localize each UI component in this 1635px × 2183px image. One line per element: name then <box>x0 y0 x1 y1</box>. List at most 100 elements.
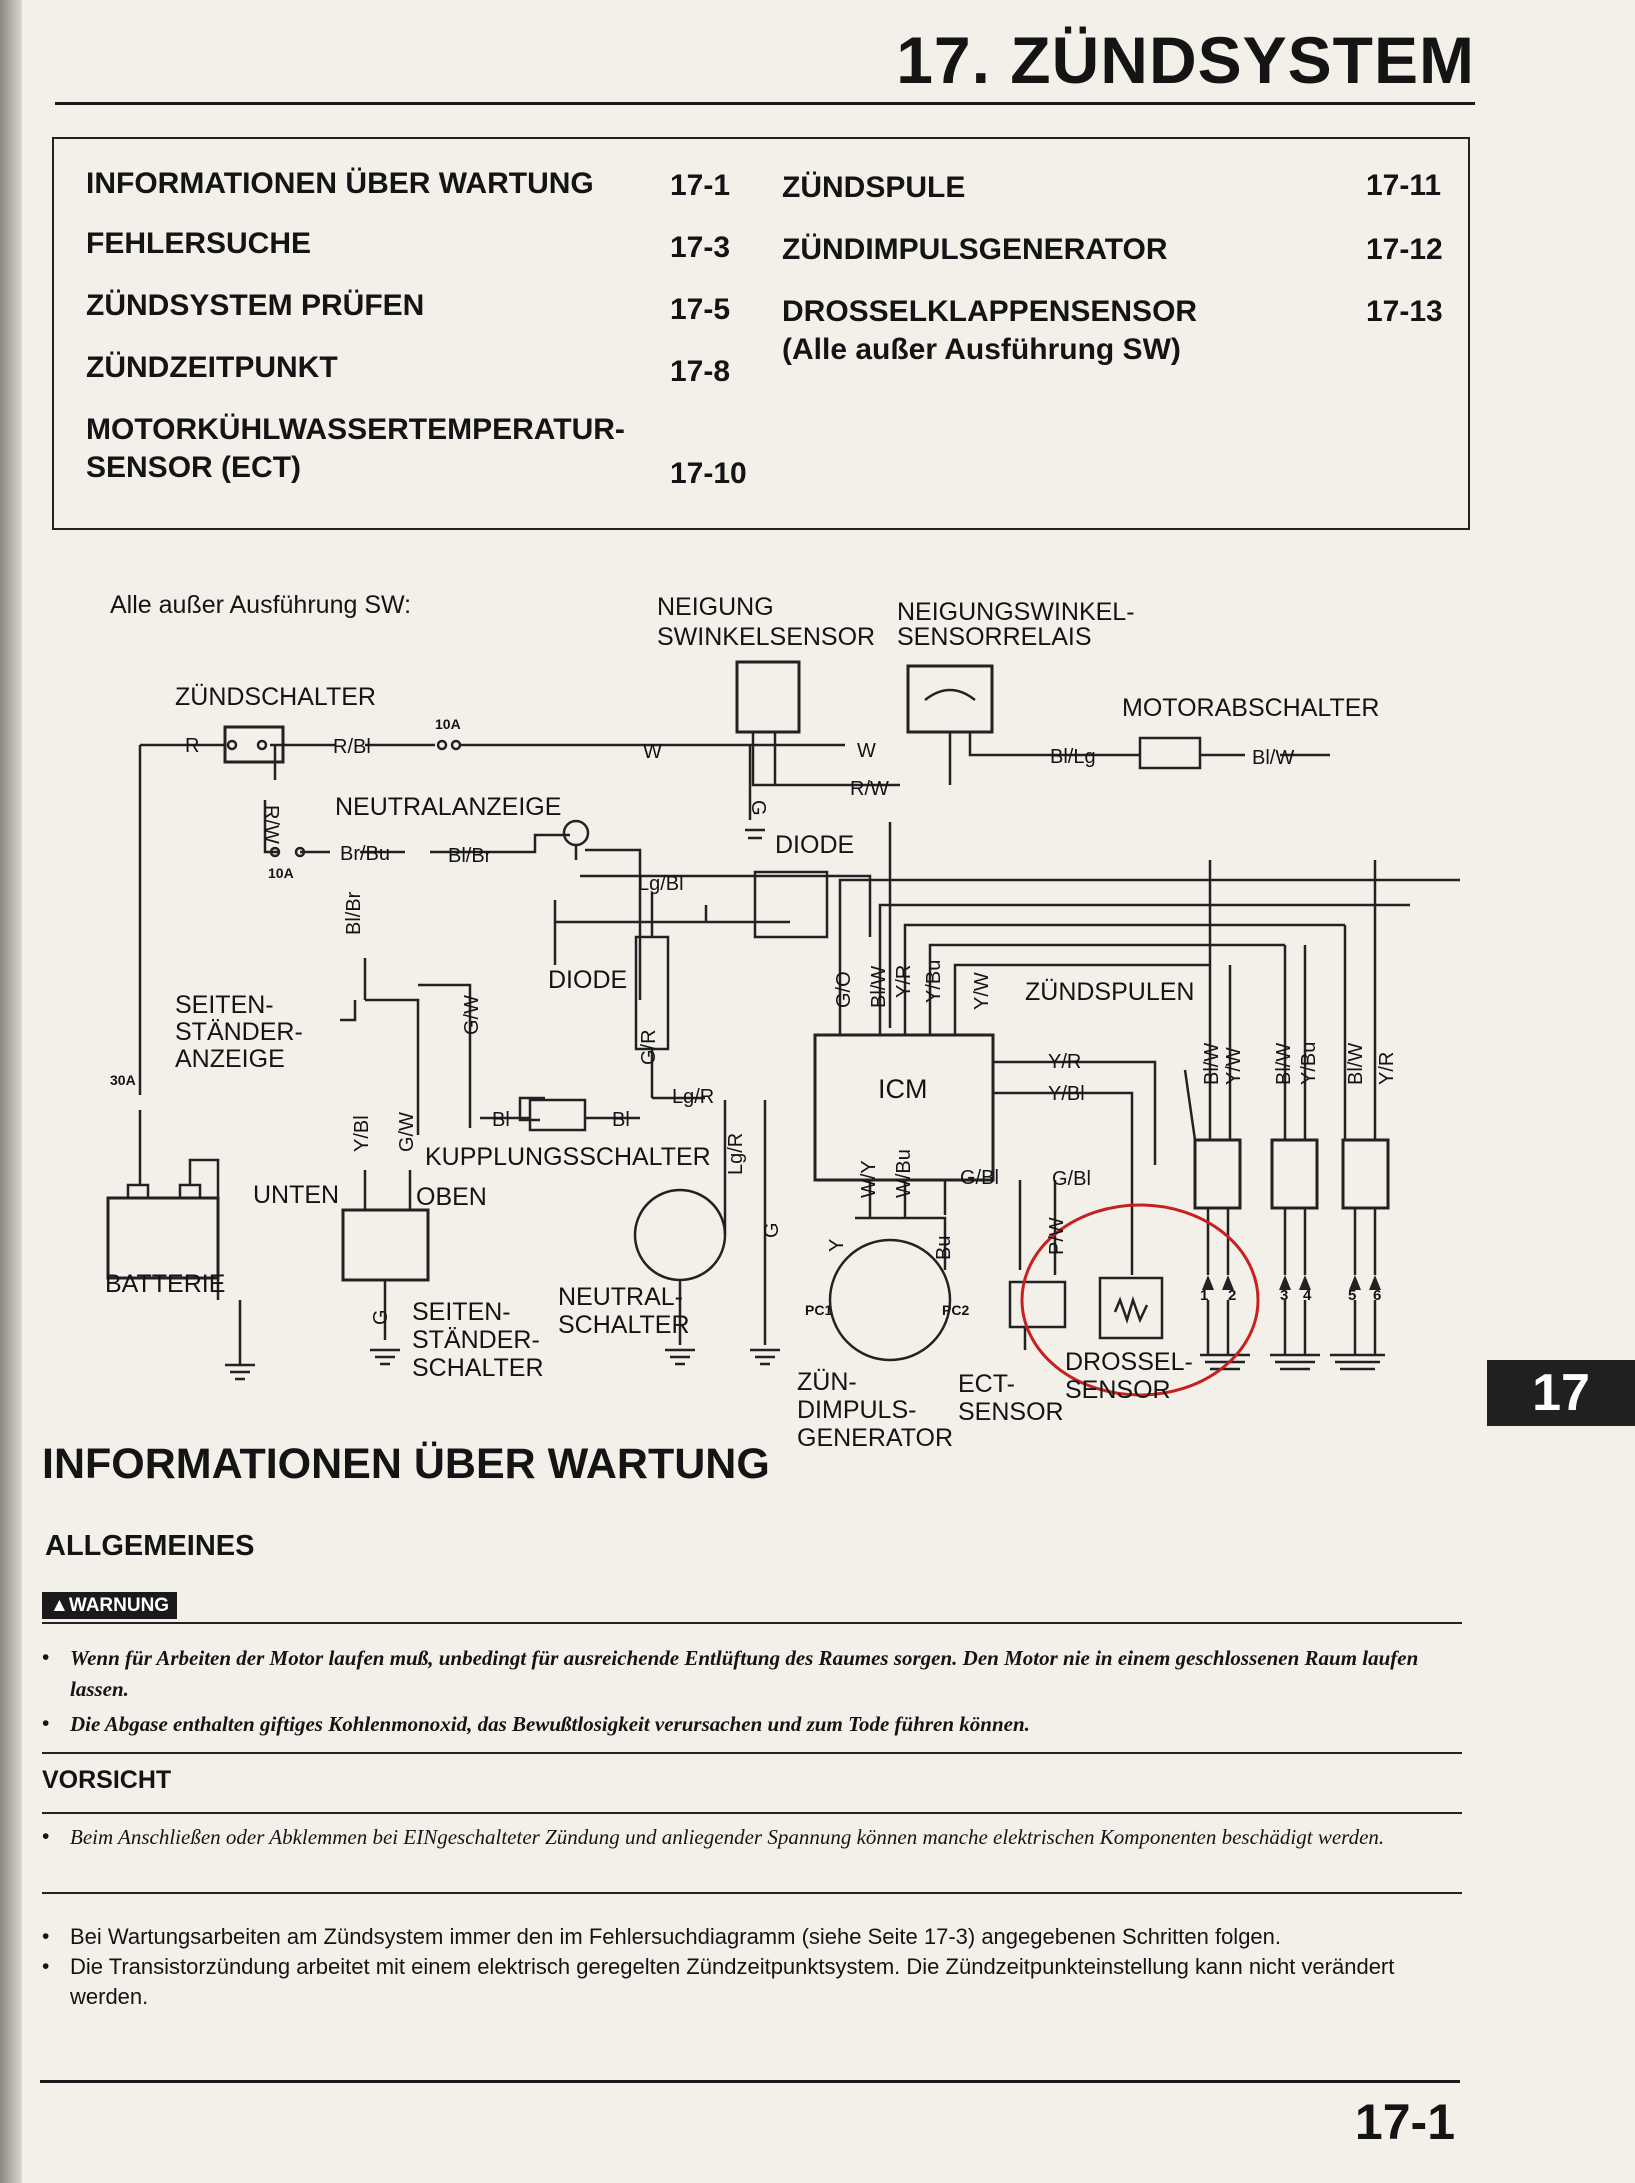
warning-text: Wenn für Arbeiten der Motor laufen muß, … <box>70 1646 1419 1701</box>
coil-number: 6 <box>1373 1287 1381 1304</box>
wire-label: W/Bu <box>893 1149 915 1198</box>
wire-label: Bl/W <box>1273 1043 1295 1085</box>
toc-entry-label[interactable]: ZÜNDIMPULSGENERATOR <box>782 233 1168 266</box>
label-diode-mid: DIODE <box>548 966 627 994</box>
label-motorabschalter: MOTORABSCHALTER <box>1122 694 1379 722</box>
label-pc1: PC1 <box>805 1302 832 1318</box>
toc-entry-page: 17-12 <box>1366 233 1443 266</box>
label-neutral-2: SCHALTER <box>558 1311 690 1339</box>
wire-label: Bl <box>492 1109 510 1131</box>
label-drossel-2: SENSOR <box>1065 1376 1171 1404</box>
toc-entry-label[interactable]: DROSSELKLAPPENSENSOR <box>782 295 1198 328</box>
coil-number: 2 <box>1228 1287 1236 1304</box>
title-rule <box>55 102 1475 105</box>
divider <box>42 1752 1462 1754</box>
chapter-tab: 17 <box>1487 1360 1635 1426</box>
bullet: • <box>42 1955 50 1978</box>
label-neutralanzeige: NEUTRALANZEIGE <box>335 793 561 821</box>
label-neutral-1: NEUTRAL- <box>558 1283 683 1311</box>
label-fuse-30a: 30A <box>110 1072 136 1088</box>
warning-text: Die Abgase enthalten giftiges Kohlenmono… <box>70 1712 1030 1736</box>
label-oben: OBEN <box>416 1183 487 1211</box>
wire-label: G/W <box>396 1112 418 1152</box>
label-fuse-10a-top: 10A <box>435 716 461 732</box>
wire-label: G <box>747 800 769 816</box>
toc-entry-label[interactable]: MOTORKÜHLWASSERTEMPERATUR- <box>86 413 625 446</box>
wire-label: Y/Bl <box>1048 1083 1085 1105</box>
wire-label: Bl/Br <box>448 845 492 867</box>
wire-label: Bl/W <box>1345 1043 1367 1085</box>
section-heading: INFORMATIONEN ÜBER WARTUNG <box>42 1440 770 1488</box>
label-diode-top: DIODE <box>775 831 854 859</box>
label-pc2: PC2 <box>942 1302 969 1318</box>
wire-label: R/Bl <box>333 736 371 758</box>
table-of-contents: INFORMATIONEN ÜBER WARTUNG 17-1 FEHLERSU… <box>52 137 1470 530</box>
label-zuendimpuls-2: DIMPULS- <box>797 1396 916 1424</box>
toc-entry-label[interactable]: ZÜNDSPULE <box>782 171 966 204</box>
wire-label: Y <box>826 1239 848 1252</box>
divider <box>42 1622 1462 1624</box>
label-seitenstaender-2: STÄNDER- <box>412 1326 540 1354</box>
wire-label: Y/Bu <box>923 960 945 1003</box>
warning-label: WARNUNG <box>68 1595 170 1616</box>
page-title: 17. ZÜNDSYSTEM <box>896 23 1475 97</box>
wire-label: W/Y <box>858 1160 880 1198</box>
wire-label: G/Bl <box>960 1167 999 1189</box>
label-zuendspulen: ZÜNDSPULEN <box>1025 978 1194 1006</box>
toc-entry-page: 17-1 <box>670 169 731 202</box>
bullet: • <box>42 1646 50 1669</box>
coil-number: 1 <box>1200 1287 1208 1304</box>
toc-entry-label[interactable]: ZÜNDZEITPUNKT <box>86 351 338 384</box>
caution-label: VORSICHT <box>42 1766 172 1794</box>
label-zuendimpuls-1: ZÜN- <box>797 1368 857 1396</box>
toc-entry-page: 17-11 <box>1366 169 1442 202</box>
wire-label: G <box>761 1222 783 1238</box>
wire-label: Bu <box>933 1236 955 1260</box>
wire-label: P/W <box>1046 1217 1068 1255</box>
label-seiten-anz-1: SEITEN- <box>175 991 274 1019</box>
label-icm: ICM <box>878 1074 928 1104</box>
note-text: Bei Wartungsarbeiten am Zündsystem immer… <box>70 1924 1282 1949</box>
wire-label: Lg/R <box>672 1086 714 1108</box>
label-relais: NEIGUNGSWINKEL- <box>897 598 1135 626</box>
label-seitenstaender-1: SEITEN- <box>412 1298 511 1326</box>
toc-entry-label-cont[interactable]: (Alle außer Ausführung SW) <box>782 333 1181 366</box>
bullet: • <box>42 1925 50 1948</box>
toc-entry-page: 17-5 <box>670 293 731 326</box>
bullet: • <box>42 1712 50 1735</box>
label-unten: UNTEN <box>253 1181 339 1209</box>
label-zuendimpuls-3: GENERATOR <box>797 1424 953 1452</box>
wire-label: Bl/Br <box>343 891 365 935</box>
wire-label: G/Bl <box>1052 1168 1091 1190</box>
wire-label: Y/R <box>1048 1051 1081 1073</box>
toc-entry-label-cont[interactable]: SENSOR (ECT) <box>86 451 302 484</box>
toc-entry-label[interactable]: INFORMATIONEN ÜBER WARTUNG <box>86 167 594 200</box>
toc-entry-page: 17-13 <box>1366 295 1443 328</box>
wire-label: W <box>857 740 876 762</box>
label-ect-2: SENSOR <box>958 1398 1064 1426</box>
wire-label: Y/W <box>1223 1047 1245 1085</box>
wire-label: Y/Bl <box>351 1115 373 1152</box>
label-drossel-1: DROSSEL- <box>1065 1348 1193 1376</box>
wire-label: G/O <box>833 971 855 1008</box>
label-fuse-10a-left: 10A <box>268 865 294 881</box>
wire-label: R <box>185 735 199 757</box>
toc-entry-page: 17-3 <box>670 231 731 264</box>
label-batterie: BATTERIE <box>105 1270 225 1298</box>
wire-label: G/W <box>461 995 483 1035</box>
label-relais-2: SENSORRELAIS <box>897 623 1092 651</box>
toc-entry-label[interactable]: FEHLERSUCHE <box>86 227 312 260</box>
label-seitenstaender-3: SCHALTER <box>412 1354 544 1382</box>
label-zuendschalter: ZÜNDSCHALTER <box>175 683 376 711</box>
label-ect-1: ECT- <box>958 1370 1015 1398</box>
wire-label: Bl/W <box>1252 747 1294 769</box>
toc-entry-label[interactable]: ZÜNDSYSTEM PRÜFEN <box>86 289 425 322</box>
wiring-diagram: Alle außer Ausführung SW: NEIGUNG SWINKE… <box>105 591 1460 1452</box>
toc-entry-page: 17-8 <box>670 355 731 388</box>
wire-label: Br/Bu <box>340 843 390 865</box>
label-neigung: NEIGUNG <box>657 593 774 621</box>
wire-label: G/R <box>638 1029 660 1065</box>
wire-label: Bl/Lg <box>1050 746 1096 768</box>
caution-text: Beim Anschließen oder Abklemmen bei EINg… <box>70 1825 1385 1849</box>
page-edge-shadow <box>0 0 22 2183</box>
